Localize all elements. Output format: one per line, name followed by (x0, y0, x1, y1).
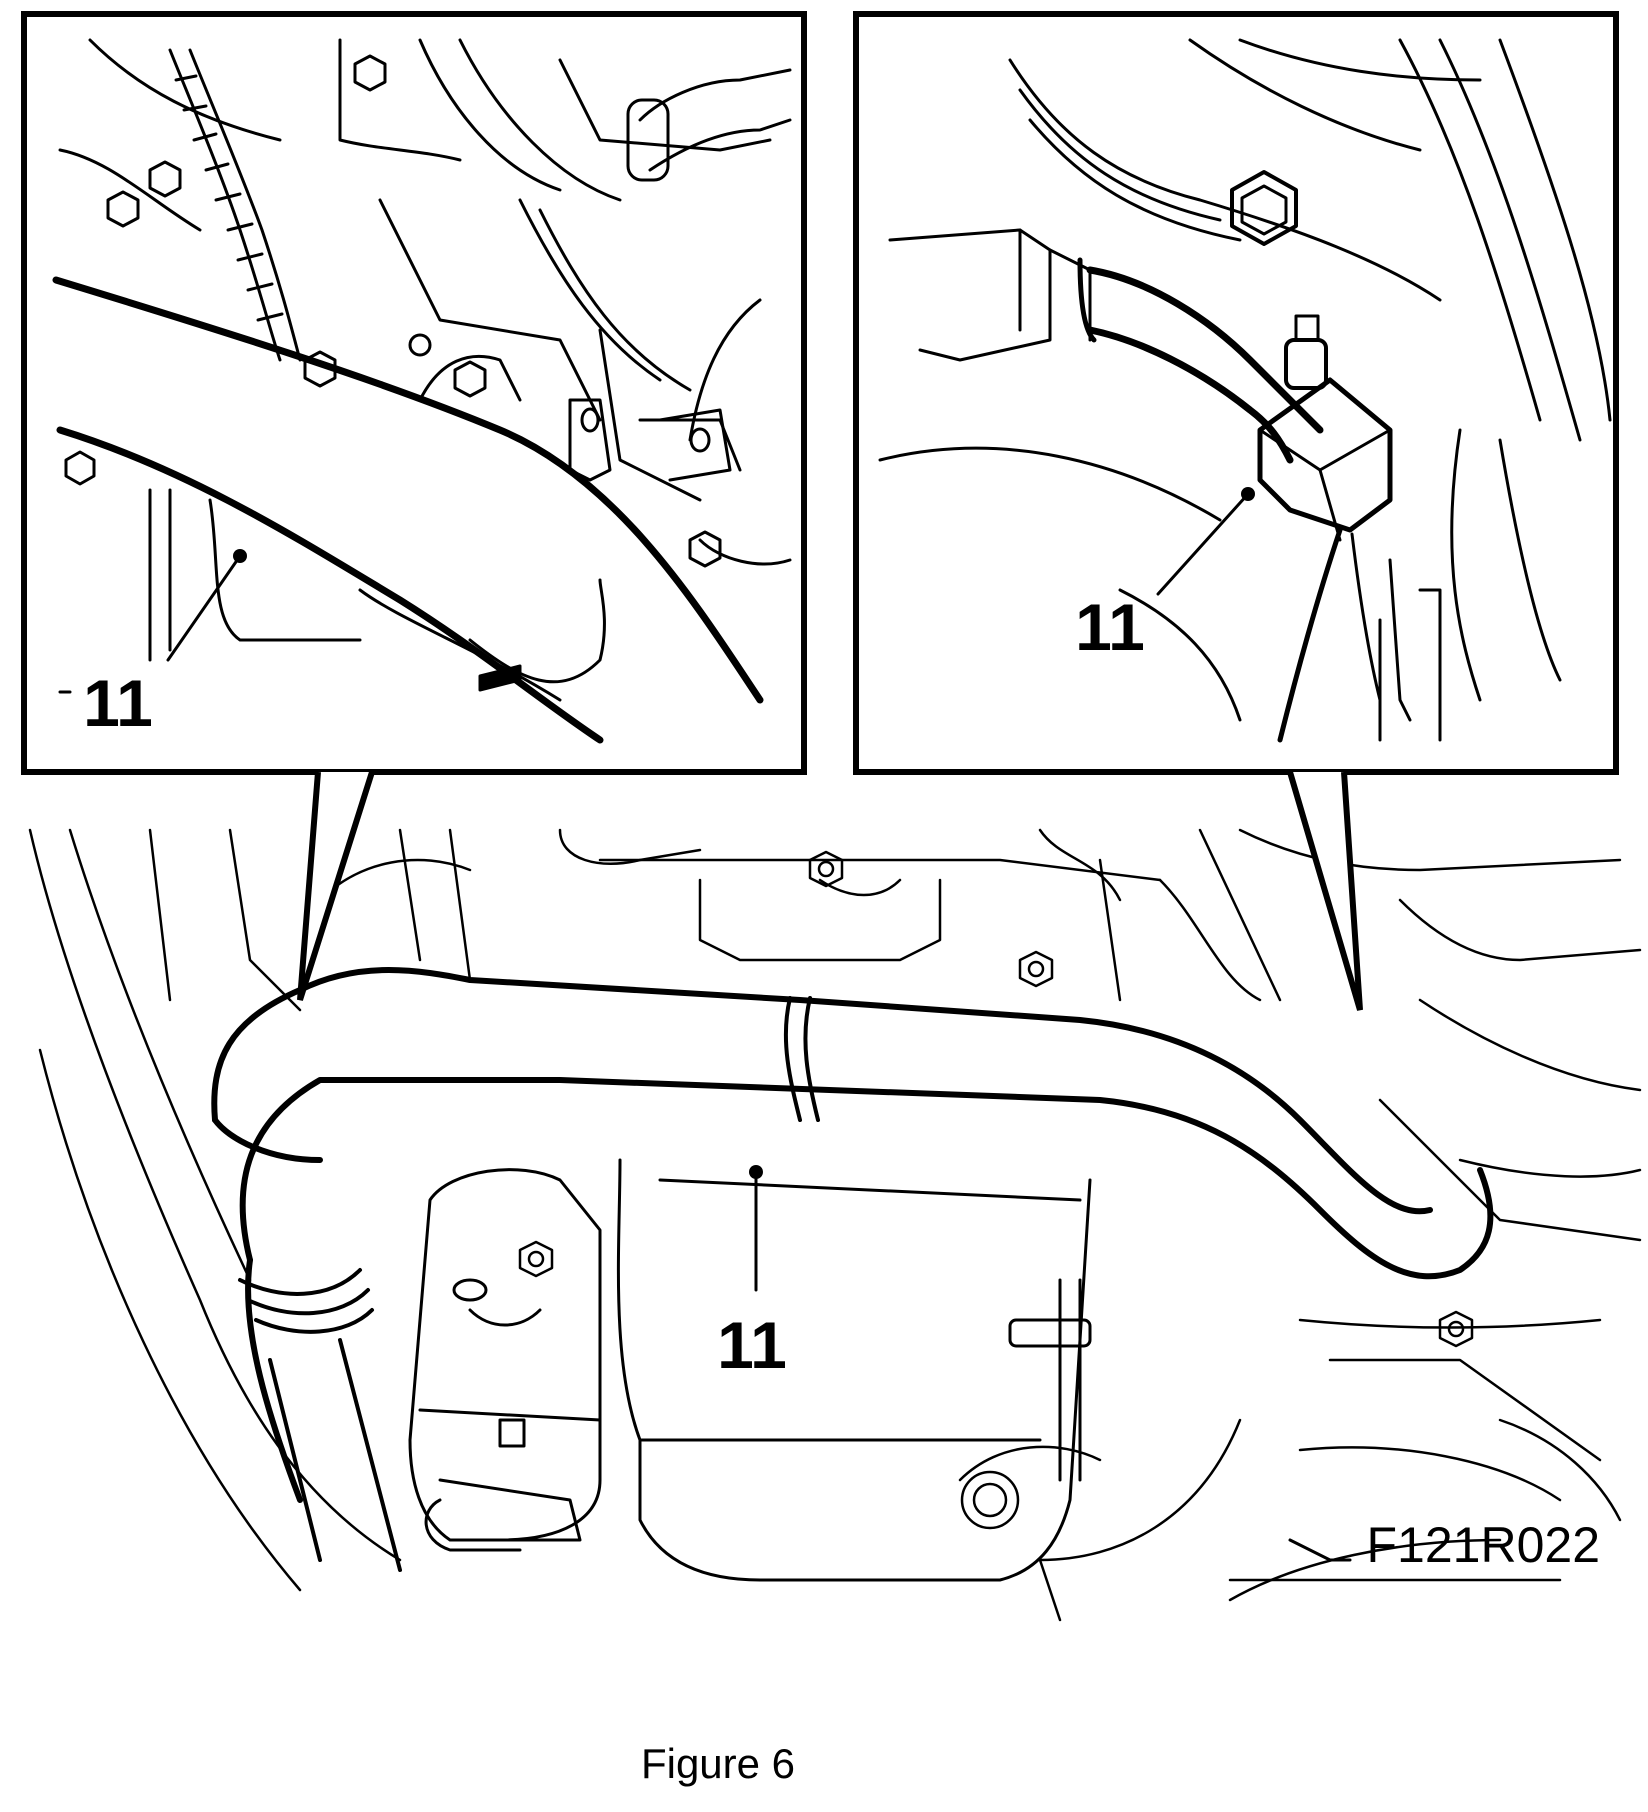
oil-filter-housing (408, 1168, 602, 1552)
detail-left-pointer (297, 771, 375, 1001)
bolt-group (518, 850, 1474, 1348)
callout-label: 11 (717, 1308, 787, 1382)
engine-background (28, 828, 1642, 1622)
detail-left-panel: 11 (21, 11, 807, 1001)
bolt-icon (808, 850, 844, 888)
detail-right-panel: 11 (853, 11, 1619, 1011)
figure-caption: Figure 6 (641, 1740, 795, 1787)
coolant-hose (211, 967, 1494, 1572)
bolt-icon (1438, 1310, 1474, 1348)
callout-label: 11 (1075, 590, 1145, 664)
callout-label: 11 (83, 666, 153, 740)
main-view: 11 F121R022 (28, 828, 1642, 1622)
detail-right-frame (853, 11, 1619, 775)
figure-code-label: F121R022 (1367, 1517, 1601, 1573)
callout-detail-right: 11 (1075, 487, 1255, 664)
detail-right-pointer (1287, 771, 1363, 1011)
callout-detail-left: 11 (58, 498, 247, 740)
detail-left-linework (52, 38, 792, 744)
oil-pan (616, 1158, 1092, 1582)
bolt-icon (518, 1240, 554, 1278)
bolt-icon (1018, 950, 1054, 988)
figure-code: F121R022 (1288, 1517, 1601, 1573)
detail-right-linework (878, 38, 1612, 743)
callout-main: 11 (717, 1165, 787, 1382)
